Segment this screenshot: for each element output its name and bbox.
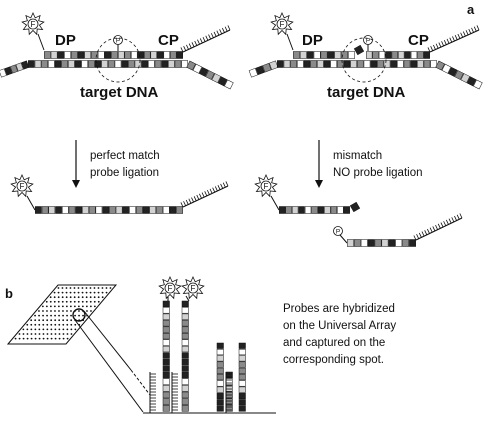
target-dna-left-5prime [0, 60, 30, 78]
unligated-discriminating-probe [279, 206, 350, 214]
panel-b-description: Probes are hybridized on the Universal A… [283, 301, 463, 369]
panel-b-label: b [5, 286, 13, 301]
mismatch-base-right [353, 44, 365, 56]
target-dna-left [28, 60, 188, 68]
panel-a-label: a [467, 2, 475, 17]
svg-text:F: F [280, 20, 285, 29]
phosphate-left-icon: P [113, 35, 123, 45]
array-spots [14, 287, 112, 340]
capture-oligo-3 [225, 372, 232, 413]
svg-text:P: P [366, 38, 370, 45]
phosphate-unligated-icon: P [333, 226, 343, 236]
ligation-site-circle-left [95, 37, 141, 83]
right-target-dna-label: target DNA [327, 84, 406, 101]
unligated-common-probe [347, 239, 416, 247]
target-dna-right-5prime [248, 60, 279, 78]
array-fluor-linker-2 [185, 295, 190, 302]
arrow-perfect-match [72, 140, 80, 188]
unligated-linker [270, 195, 280, 211]
mismatch-caption-line1: mismatch [333, 150, 383, 162]
left-dp-label: DP [55, 32, 76, 49]
fluorophore-left-icon: F [21, 12, 45, 36]
discriminating-probe-left [44, 51, 118, 59]
unligated-mismatch-base [349, 201, 361, 213]
target-dna-right [277, 60, 437, 68]
mismatch-caption-line2: NO probe ligation [333, 167, 423, 179]
ligation-site-circle-right [341, 37, 387, 83]
zipcode-tail-unligated [413, 213, 463, 241]
match-caption-line1: perfect match [90, 150, 160, 162]
phosphate-right-icon: P [363, 35, 373, 45]
right-dp-label: DP [302, 32, 323, 49]
selected-spot-circle [72, 308, 86, 322]
zipcode-tail-product [180, 181, 229, 208]
svg-text:F: F [31, 20, 36, 29]
zoom-line-lower [74, 319, 144, 413]
capture-oligo-2 [171, 372, 178, 413]
zoom-line-upper-dashed [130, 369, 151, 396]
svg-text:P: P [336, 229, 340, 236]
panel-b-text-line4: corresponding spot. [283, 354, 385, 366]
panel-b-text-line3: and captured on the [283, 337, 386, 349]
arrow-mismatch [315, 140, 323, 188]
zipcode-tail-left [180, 25, 231, 53]
dp-linker-left [37, 33, 45, 51]
fluorophore-array-1-icon: F [158, 276, 182, 300]
discriminating-probe-right [293, 51, 355, 59]
zipcode-tail-right [427, 25, 480, 53]
fluorophore-right-icon: F [270, 12, 294, 36]
hybridized-probe-2 [181, 300, 189, 372]
svg-text:P: P [116, 38, 120, 45]
unbound-probe-1 [216, 342, 224, 412]
capture-oligo-1 [149, 372, 156, 413]
svg-text:F: F [191, 284, 196, 293]
target-dna-left-3prime [186, 60, 234, 90]
fluorophore-array-2-icon: F [181, 276, 205, 300]
universal-array-slide [6, 284, 118, 345]
hybridized-probe-1 [162, 300, 170, 372]
zoom-line-upper-solid [83, 310, 132, 371]
left-cp-label: CP [158, 32, 179, 49]
svg-text:F: F [168, 284, 173, 293]
common-probe-left [118, 51, 183, 59]
right-cp-label: CP [408, 32, 429, 49]
unbound-probe-2 [238, 342, 246, 412]
target-dna-right-3prime [435, 60, 483, 90]
svg-text:F: F [264, 182, 269, 191]
hybridized-probe-2-lower [181, 371, 189, 412]
common-probe-right [366, 51, 430, 59]
match-caption-line2: probe ligation [90, 167, 160, 179]
fluorophore-unligated-icon: F [254, 174, 278, 198]
hybridized-probe-1-lower [162, 371, 170, 412]
product-linker [26, 195, 36, 211]
unligated-phosphate-linker [339, 234, 348, 244]
panel-b-text-line2: on the Universal Array [283, 320, 397, 332]
dp-linker-right [286, 33, 294, 51]
svg-text:F: F [20, 182, 25, 191]
left-target-dna-label: target DNA [80, 84, 159, 101]
panel-b-text-line1: Probes are hybridized [283, 303, 395, 315]
fluorophore-product-icon: F [10, 174, 34, 198]
ligated-probe-product [35, 206, 183, 214]
